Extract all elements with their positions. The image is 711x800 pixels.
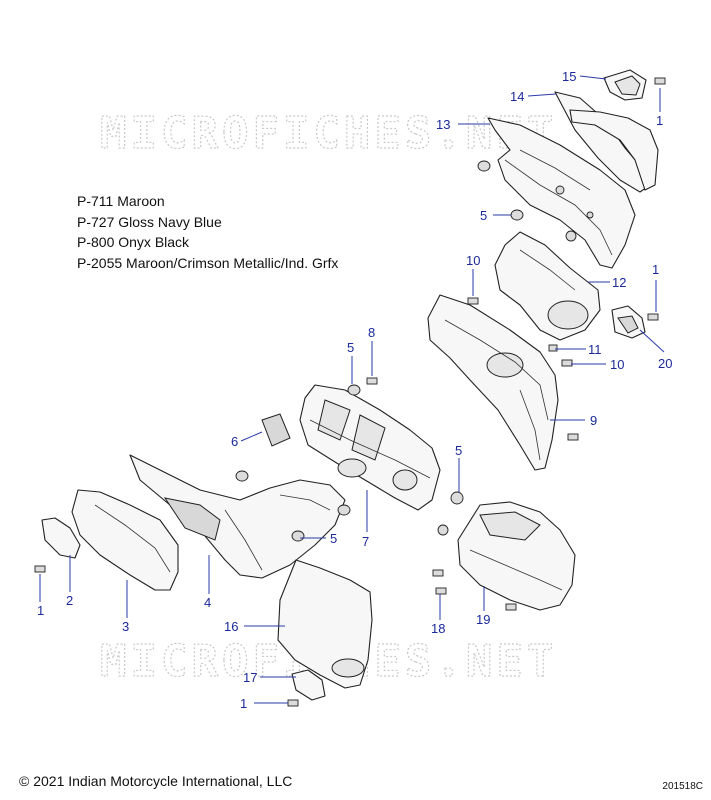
figure-id: 201518C [662, 781, 703, 792]
callout-1-top: 1 [656, 113, 663, 128]
callout-18: 18 [431, 621, 445, 636]
callout-12: 12 [612, 275, 626, 290]
part-15 [603, 69, 647, 101]
grommet [477, 160, 491, 172]
part-9 [427, 294, 559, 471]
grommet [337, 504, 351, 516]
paint-code-legend: P-711 Maroon P-727 Gloss Navy Blue P-800… [77, 191, 338, 273]
part-19 [457, 501, 576, 611]
callout-1-right: 1 [652, 262, 659, 277]
callout-2: 2 [66, 593, 73, 608]
callout-1-left: 1 [37, 603, 44, 618]
grommet [347, 384, 361, 396]
part-3 [71, 489, 179, 591]
callout-17: 17 [243, 670, 257, 685]
grommet [510, 209, 524, 221]
grommet [235, 470, 249, 482]
legend-item: P-727 Gloss Navy Blue [77, 213, 222, 230]
callout-labels: 15 14 1 13 5 10 12 1 8 5 11 10 20 9 6 5 … [37, 69, 672, 711]
callout-5-right: 5 [455, 443, 462, 458]
grommet [565, 230, 577, 242]
callout-10-upper: 10 [466, 253, 480, 268]
callout-19: 19 [476, 612, 490, 627]
legend-item: P-800 Onyx Black [77, 234, 190, 250]
callout-14: 14 [510, 89, 524, 104]
grommet [291, 530, 305, 542]
part-2 [41, 517, 81, 559]
part-6 [261, 413, 291, 447]
part-4 [129, 454, 346, 579]
legend-item: P-2055 Maroon/Crimson Metallic/Ind. Grfx [77, 254, 339, 271]
callout-20: 20 [658, 356, 672, 371]
callout-13: 13 [436, 117, 450, 132]
part-17 [291, 669, 326, 701]
screws [34, 77, 666, 707]
part-12 [494, 231, 601, 341]
callout-4: 4 [204, 595, 211, 610]
callout-15: 15 [562, 69, 576, 84]
part-20 [611, 305, 646, 339]
legend-item: P-711 Maroon [77, 193, 165, 209]
callout-11: 11 [588, 342, 602, 357]
callout-5-mid: 5 [347, 340, 354, 355]
callout-8: 8 [368, 325, 375, 340]
watermark-top: MICROFICHES.NET [100, 108, 557, 159]
callout-7: 7 [362, 534, 369, 549]
copyright-notice: © 2021 Indian Motorcycle International, … [19, 773, 293, 789]
callout-1-bottom: 1 [240, 696, 247, 711]
leader-lines [39, 75, 665, 704]
callout-9: 9 [590, 413, 597, 428]
callout-3: 3 [122, 619, 129, 634]
part-13 [487, 117, 636, 269]
callout-16: 16 [224, 619, 238, 634]
grommet [450, 491, 464, 505]
callout-5-upper: 5 [480, 208, 487, 223]
part-7 [299, 384, 441, 511]
callout-6: 6 [231, 434, 238, 449]
part-16 [277, 559, 373, 689]
callout-5-lower: 5 [330, 531, 337, 546]
part-14 [554, 91, 659, 193]
callout-10-lower: 10 [610, 357, 624, 372]
grommet [437, 524, 449, 536]
